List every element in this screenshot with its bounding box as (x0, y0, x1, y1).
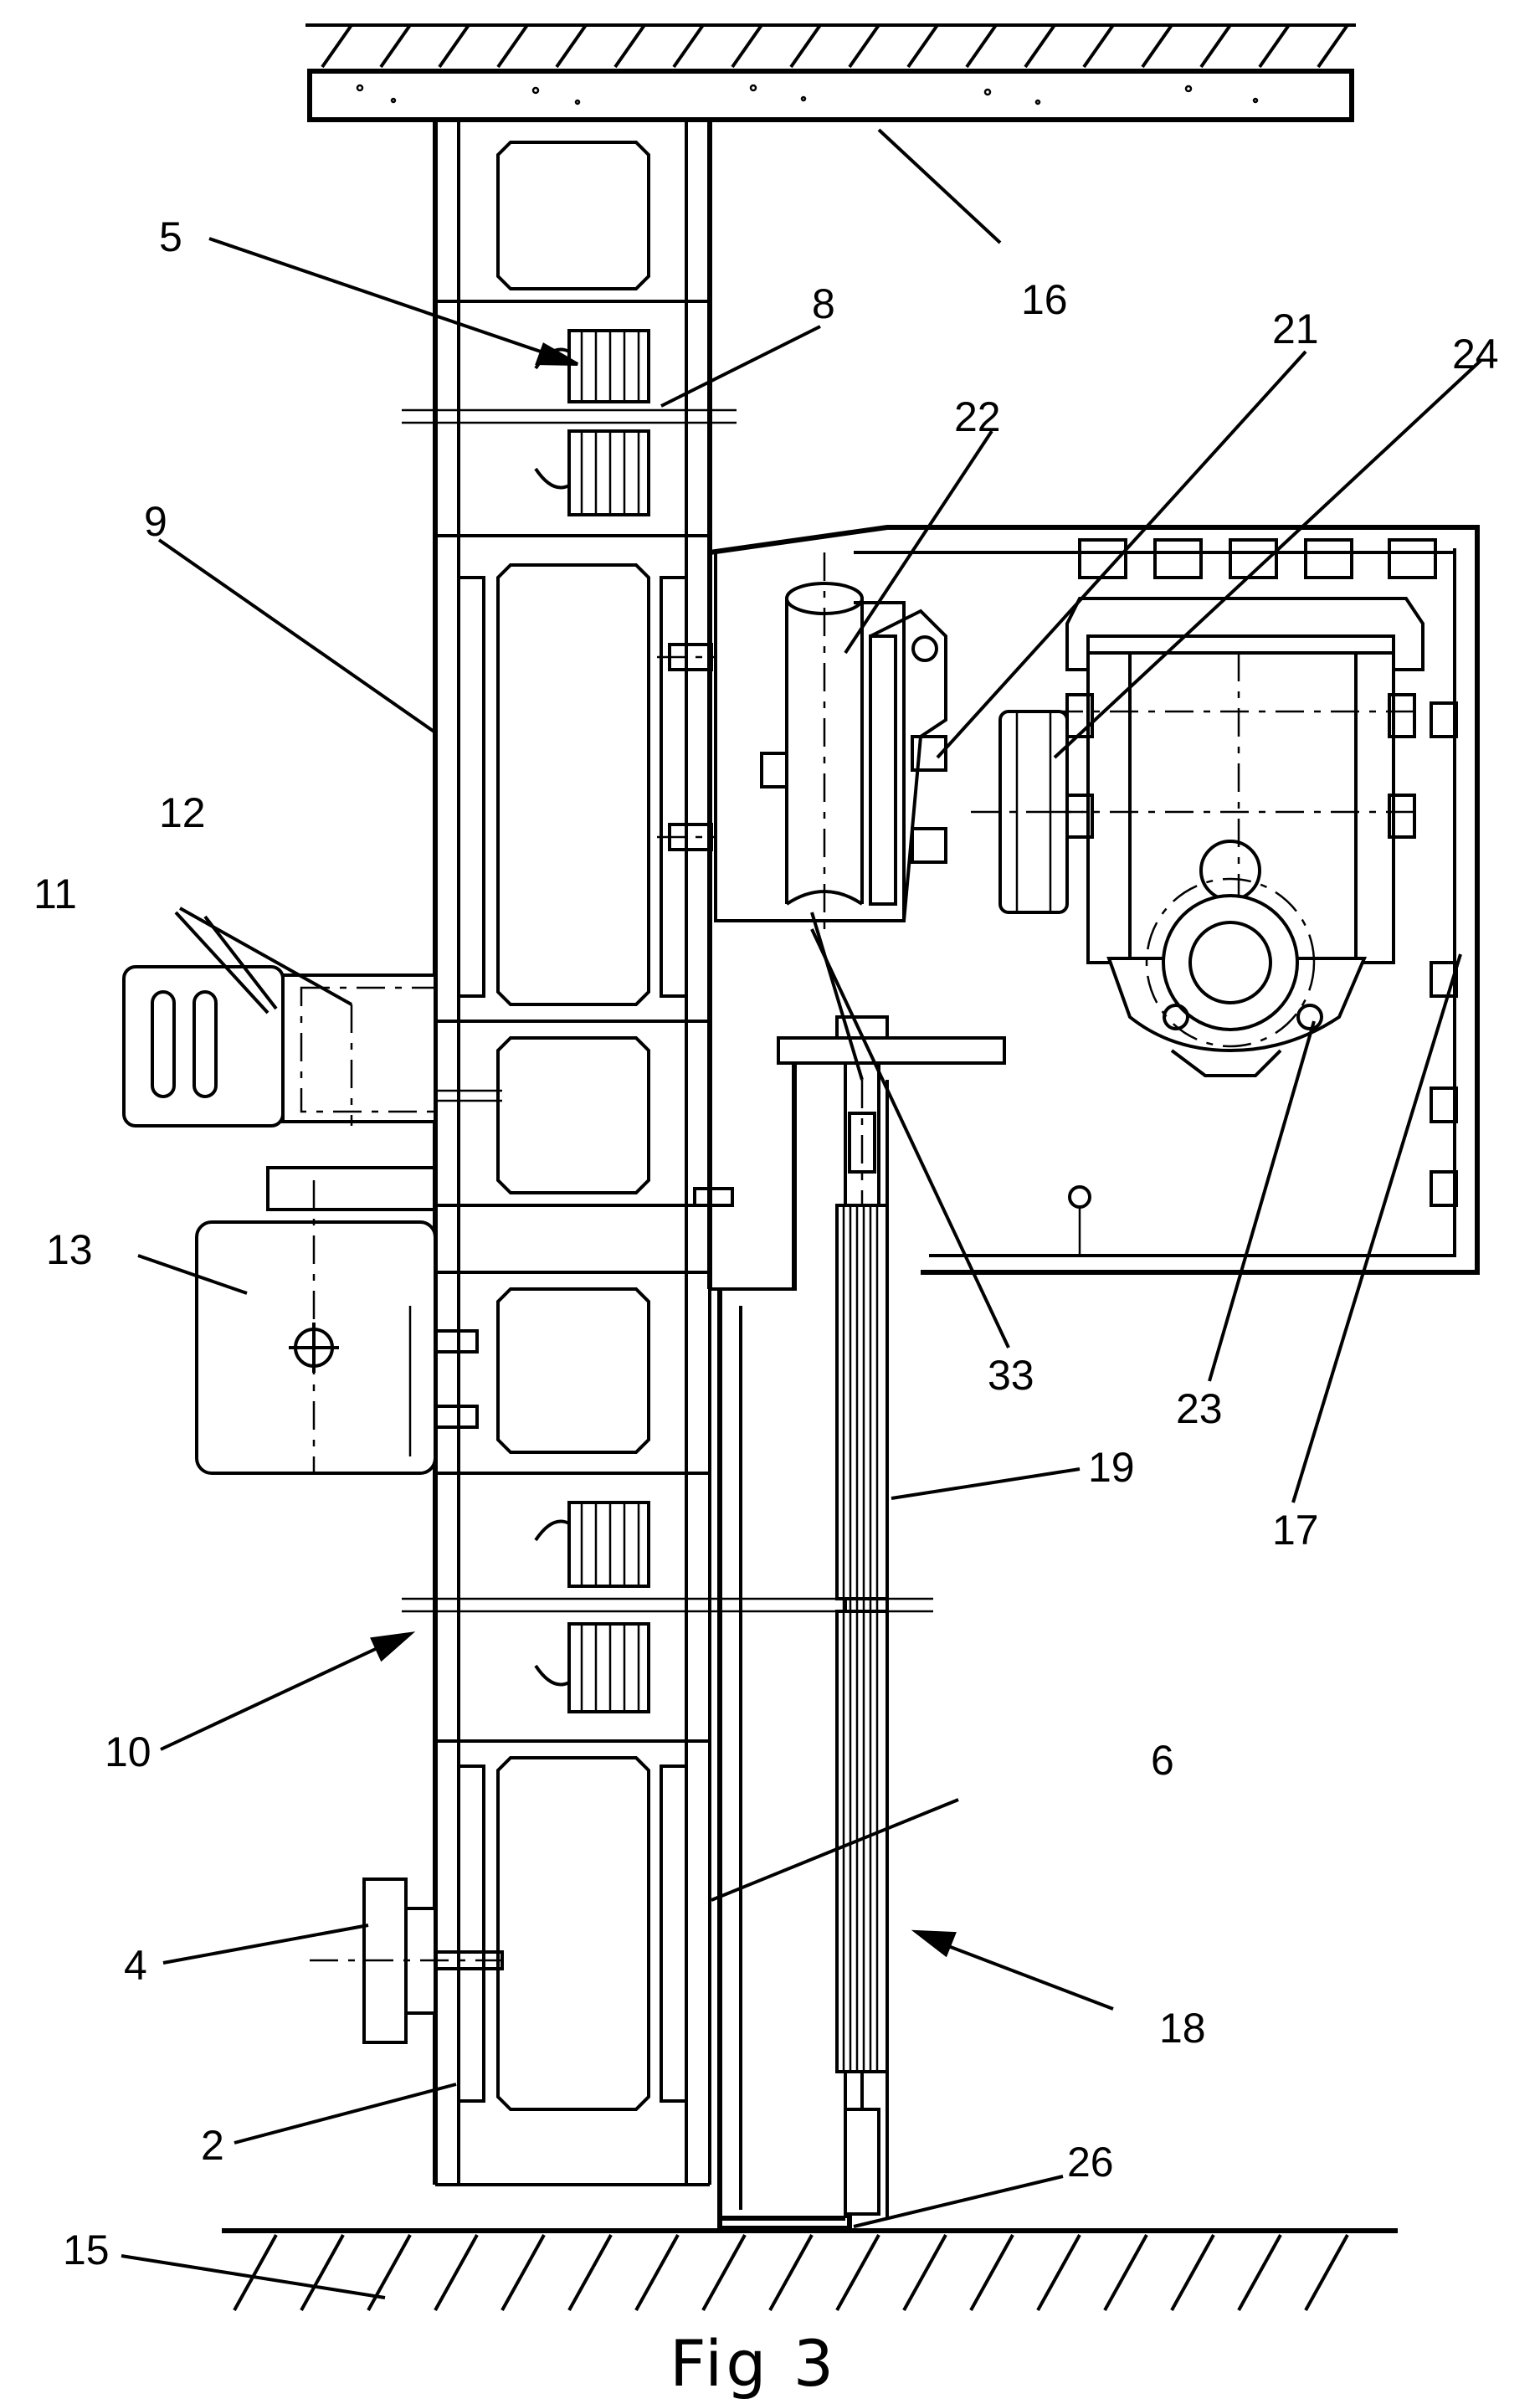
label-4: 4 (124, 1942, 147, 1989)
ceiling-hatching (305, 25, 1356, 67)
leader-lines (121, 130, 1481, 2298)
figure-caption: Fig 3 (670, 2326, 837, 2401)
label-22: 22 (954, 393, 1001, 440)
label-19: 19 (1088, 1444, 1135, 1491)
component-12 (268, 975, 502, 1210)
ceiling-beam (310, 71, 1352, 120)
label-9: 9 (144, 498, 167, 545)
label-17: 17 (1272, 1507, 1319, 1554)
component-11 (124, 967, 283, 1126)
pulley-22 (762, 552, 862, 929)
label-5: 5 (159, 213, 182, 260)
label-16: 16 (1021, 276, 1068, 323)
label-10: 10 (105, 1729, 151, 1775)
bracket-21 (870, 611, 946, 921)
handle (310, 1879, 502, 2042)
label-26: 26 (1067, 2139, 1114, 2186)
label-18: 18 (1159, 2005, 1206, 2052)
brush-seal-lower (536, 1502, 649, 1712)
label-12: 12 (159, 789, 206, 836)
label-23: 23 (1176, 1385, 1223, 1432)
label-33: 33 (988, 1352, 1034, 1399)
label-15: 15 (63, 2227, 110, 2273)
tension-spring (837, 1080, 887, 2214)
label-8: 8 (812, 280, 835, 327)
label-24: 24 (1452, 331, 1499, 378)
label-21: 21 (1272, 306, 1319, 352)
label-13: 13 (46, 1226, 93, 1273)
label-2: 2 (201, 2122, 224, 2169)
cable-33 (812, 912, 862, 1080)
label-6: 6 (1151, 1737, 1174, 1784)
floor (222, 2231, 1398, 2310)
housing-bottom (695, 1017, 1090, 1256)
label-11: 11 (33, 871, 77, 917)
